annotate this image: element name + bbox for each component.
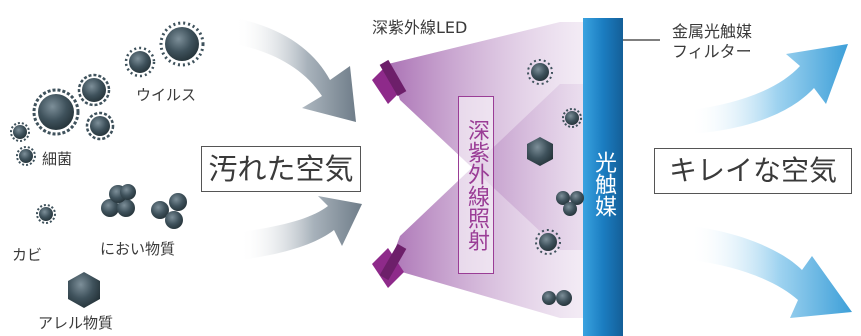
- uv-irradiation-label: 深紫外線照射: [458, 96, 494, 274]
- filter-label-line1: 金属光触媒: [672, 22, 753, 41]
- bacteria-particle: [16, 146, 36, 166]
- bacteria-particle: [10, 122, 30, 142]
- odor-particle-cluster-1: [101, 184, 136, 217]
- virus-particle-small: [124, 46, 156, 78]
- virus-particle-in-beam: [527, 59, 553, 85]
- uv-led-top: [372, 59, 407, 104]
- uv-led-label: 深紫外線LED: [372, 18, 468, 37]
- photocatalyst-label: 光触媒: [591, 151, 616, 217]
- odor-label: におい物質: [100, 240, 176, 258]
- uv-led-bottom: [372, 243, 407, 288]
- allergen-label: アレル物質: [38, 314, 114, 332]
- clean-air-label: キレイな空気: [654, 148, 852, 194]
- clean-air-arrow-top: [690, 44, 848, 134]
- odor-particle-in-beam: [556, 191, 584, 216]
- mold-particle: [36, 204, 56, 224]
- virus-label: ウイルス: [136, 86, 197, 104]
- clean-air-arrow-bottom: [690, 226, 852, 318]
- allergen-particle: [68, 272, 100, 308]
- virus-particle-in-beam: [562, 108, 582, 128]
- allergen-particle-in-beam: [527, 137, 553, 166]
- bacteria-particle: [77, 73, 111, 107]
- dirty-air-label: 汚れた空気: [201, 146, 361, 192]
- virus-particle-large: [159, 21, 205, 67]
- incoming-air-arrow-bottom: [240, 196, 362, 260]
- bacteria-label: 細菌: [42, 150, 73, 168]
- bacteria-particle: [85, 111, 115, 141]
- odor-particle-in-beam: [542, 290, 572, 306]
- mold-label: カビ: [12, 246, 43, 264]
- bacteria-particle-large: [32, 88, 80, 136]
- filter-label-line2: フィルター: [672, 42, 752, 61]
- photocatalyst-filter: [583, 18, 623, 336]
- odor-particle-cluster-2: [151, 193, 187, 229]
- virus-particle-in-beam: [535, 229, 561, 255]
- incoming-air-arrow-top: [235, 18, 356, 122]
